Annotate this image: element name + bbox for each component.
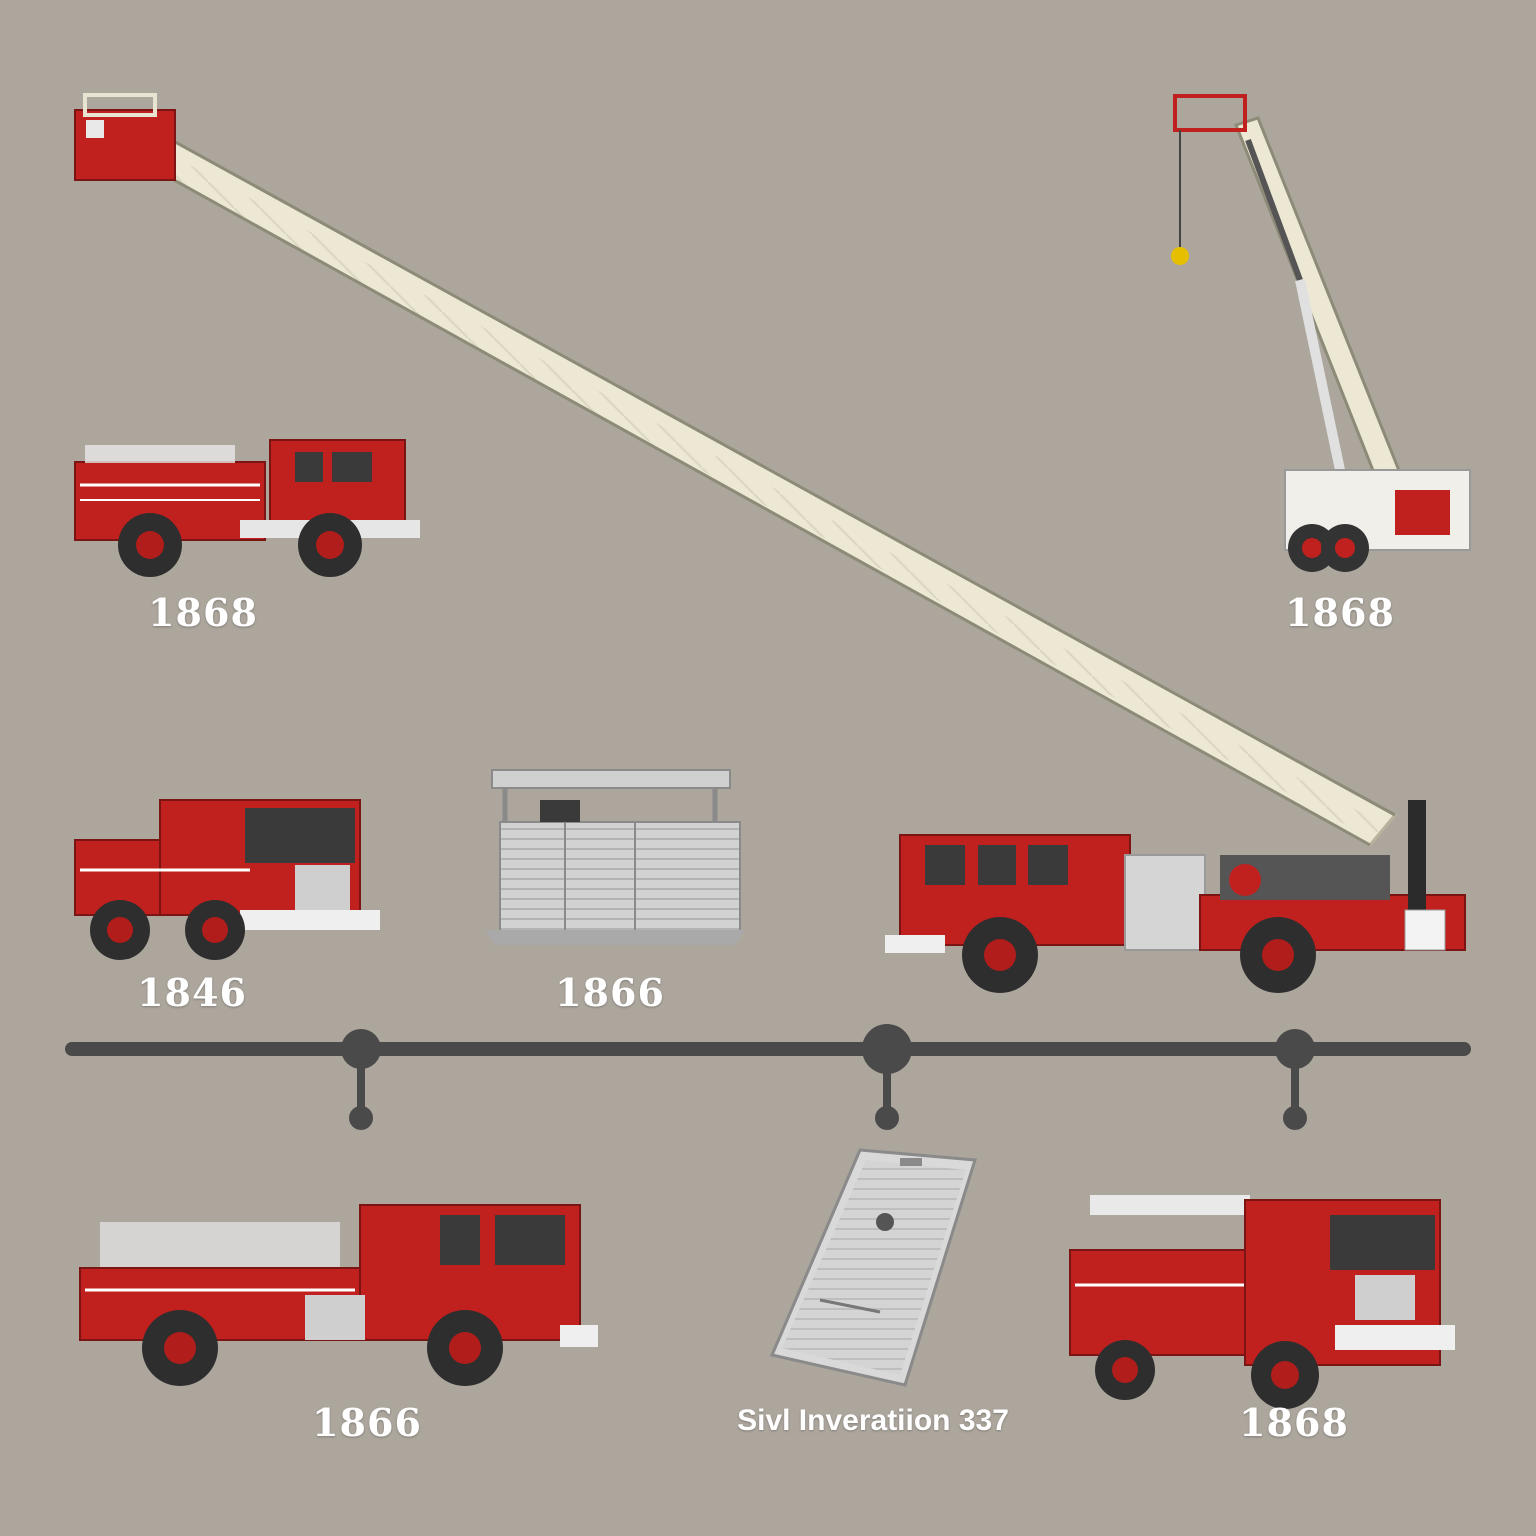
fire-truck-top-left-icon	[75, 440, 420, 577]
label-container-mid: 1866	[555, 970, 665, 1015]
label-panel-bottom-center: Sivl Inveratiion 337	[737, 1404, 1009, 1438]
fire-truck-bottom-right-icon	[1070, 1195, 1455, 1409]
label-truck-bottom-left: 1866	[312, 1400, 422, 1445]
timeline-node-right	[1275, 1029, 1315, 1130]
label-truck-top-left: 1868	[148, 590, 258, 635]
fire-truck-mid-left-icon	[75, 800, 380, 960]
label-truck-bottom-right: 1868	[1239, 1400, 1349, 1445]
timeline	[72, 1024, 1464, 1130]
crane-truck-icon	[1171, 96, 1470, 572]
timeline-node-center	[862, 1024, 912, 1130]
metal-panel-icon	[772, 1150, 975, 1385]
label-crane-top-right: 1868	[1285, 590, 1395, 635]
equipment-container-icon	[485, 770, 745, 945]
label-truck-mid-left: 1846	[137, 970, 247, 1015]
timeline-node-left	[341, 1029, 381, 1130]
fire-truck-bottom-left-icon	[80, 1205, 598, 1386]
